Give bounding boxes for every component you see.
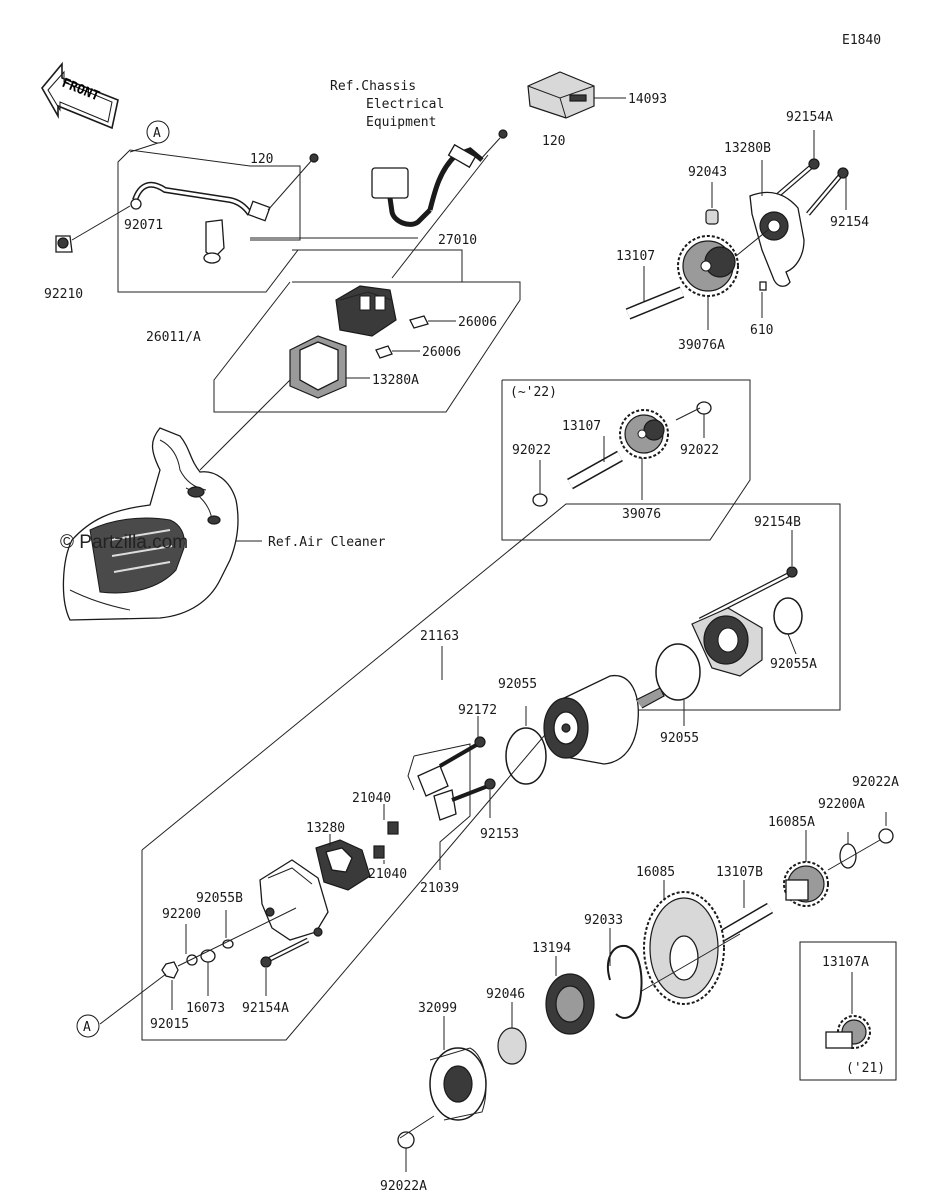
svg-text:A: A (83, 1020, 91, 1035)
part-label: 39076 (622, 507, 661, 522)
relay-cover (527, 71, 626, 119)
part-label: 32099 (418, 1001, 457, 1016)
group-22-box (501, 379, 751, 541)
part-label: 92015 (150, 1017, 189, 1032)
part-label: 92200 (162, 907, 201, 922)
part-label: 92043 (688, 165, 727, 180)
part-label: 21039 (420, 881, 459, 896)
part-label: 610 (750, 323, 773, 338)
idler-gear-group (625, 130, 849, 330)
part-label: 21040 (352, 791, 391, 806)
part-label: 92022 (680, 443, 719, 458)
circle-a-top: A (129, 120, 170, 153)
part-label: 16085 (636, 865, 675, 880)
part-label: 92022A (852, 775, 899, 790)
starter-relay-group (199, 249, 521, 471)
part-label: 92055A (770, 657, 817, 672)
part-label: 26006 (458, 315, 497, 330)
part-label: 21040 (368, 867, 407, 882)
group-range-22-label: (~'22) (510, 385, 557, 400)
part-label: 21163 (420, 629, 459, 644)
svg-text:Equipment: Equipment (366, 115, 436, 130)
part-label: 13280B (724, 141, 771, 156)
part-label: 92055 (660, 731, 699, 746)
part-label: 13107 (616, 249, 655, 264)
part-label: 120 (542, 134, 565, 149)
reference-chassis: Ref.Chassis Electrical Equipment (330, 79, 444, 130)
part-label: 13107A (822, 955, 869, 970)
part-label: 92154A (242, 1001, 289, 1016)
front-arrow-icon: FRONT (41, 61, 119, 130)
air-cleaner-frame (62, 427, 262, 621)
part-label: 92172 (458, 703, 497, 718)
svg-text:Electrical: Electrical (366, 97, 444, 112)
part-label: 92046 (486, 987, 525, 1002)
part-label: 13194 (532, 941, 571, 956)
svg-text:A: A (153, 126, 161, 141)
part-label: 92033 (584, 913, 623, 928)
part-label: 26011/A (146, 330, 201, 345)
part-label: 92022 (512, 443, 551, 458)
diagram-code: E1840 (842, 33, 881, 48)
watermark: © Partzilla.com (60, 532, 188, 553)
part-label: 13107 (562, 419, 601, 434)
part-label: 14093 (628, 92, 667, 107)
circle-a-bottom: A (76, 1014, 100, 1038)
group-21-box (799, 941, 897, 1081)
group-year-21-label: ('21) (846, 1061, 885, 1076)
part-label: 13280 (306, 821, 345, 836)
part-label: 92154B (754, 515, 801, 530)
chassis-connector (371, 129, 508, 279)
reduction-gear-group (397, 812, 894, 1172)
reference-air-cleaner: Ref.Air Cleaner (268, 535, 386, 550)
part-label: 27010 (438, 233, 477, 248)
part-label: 92210 (44, 287, 83, 302)
part-label: 92153 (480, 827, 519, 842)
part-label: 92055 (498, 677, 537, 692)
part-label: 92071 (124, 218, 163, 233)
part-label: 92200A (818, 797, 865, 812)
part-label: 92154A (786, 110, 833, 125)
part-label: 16073 (186, 1001, 225, 1016)
svg-text:Ref.Chassis: Ref.Chassis (330, 79, 416, 94)
part-label: 13107B (716, 865, 763, 880)
part-label: 92022A (380, 1179, 427, 1194)
part-label: 26006 (422, 345, 461, 360)
lead-wire-assembly (55, 149, 418, 293)
part-label: 120 (250, 152, 273, 167)
part-label: 92055B (196, 891, 243, 906)
part-label: 16085A (768, 815, 815, 830)
part-label: 13280A (372, 373, 419, 388)
part-label: 39076A (678, 338, 725, 353)
part-label: 92154 (830, 215, 869, 230)
starter-motor-group (99, 503, 841, 1041)
